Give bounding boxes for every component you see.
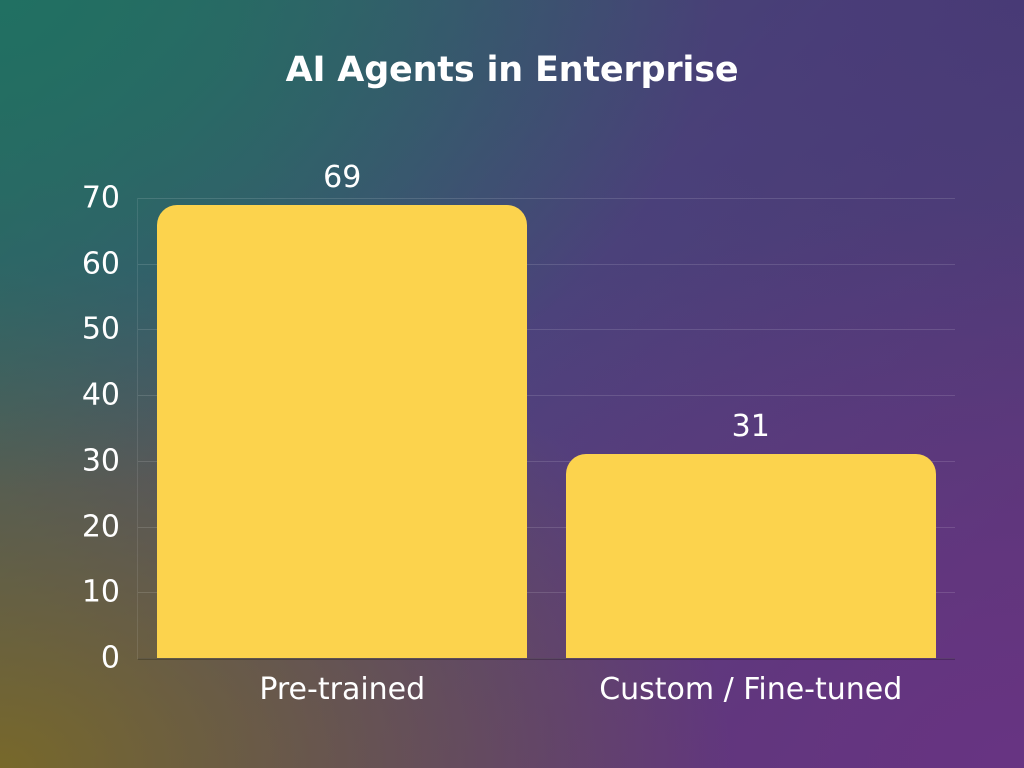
- plot-area: [138, 198, 955, 659]
- bar-value-label: 69: [323, 159, 362, 195]
- bar-value-label: 31: [731, 409, 770, 445]
- gridline: [138, 263, 955, 265]
- bar[interactable]: [565, 454, 936, 658]
- y-axis-tick-label: 70: [81, 180, 120, 216]
- gridline: [138, 526, 955, 528]
- gridline: [138, 395, 955, 397]
- y-axis-tick-label: 40: [81, 377, 120, 413]
- gridline: [138, 198, 955, 199]
- y-axis-tick-label: 30: [81, 443, 120, 479]
- y-axis-tick-label: 0: [100, 640, 120, 676]
- gridline: [138, 658, 955, 659]
- x-axis-tick-label: Pre-trained: [259, 672, 426, 707]
- y-axis-tick-label: 60: [81, 246, 120, 282]
- x-axis-tick-label: Custom / Fine-tuned: [599, 672, 903, 707]
- bar[interactable]: [157, 204, 528, 658]
- y-axis-tick-label: 20: [81, 509, 120, 545]
- gridline: [138, 460, 955, 462]
- gridline: [138, 329, 955, 331]
- y-axis-spine: [137, 198, 138, 659]
- gridline: [138, 592, 955, 594]
- x-axis-baseline: [138, 658, 955, 660]
- chart-title: AI Agents in Enterprise: [285, 50, 739, 90]
- y-axis-tick-label: 10: [81, 574, 120, 610]
- y-axis-tick-labels: 0 10 20 30 40 50 60 70: [0, 0, 120, 768]
- y-axis-tick-label: 50: [81, 311, 120, 347]
